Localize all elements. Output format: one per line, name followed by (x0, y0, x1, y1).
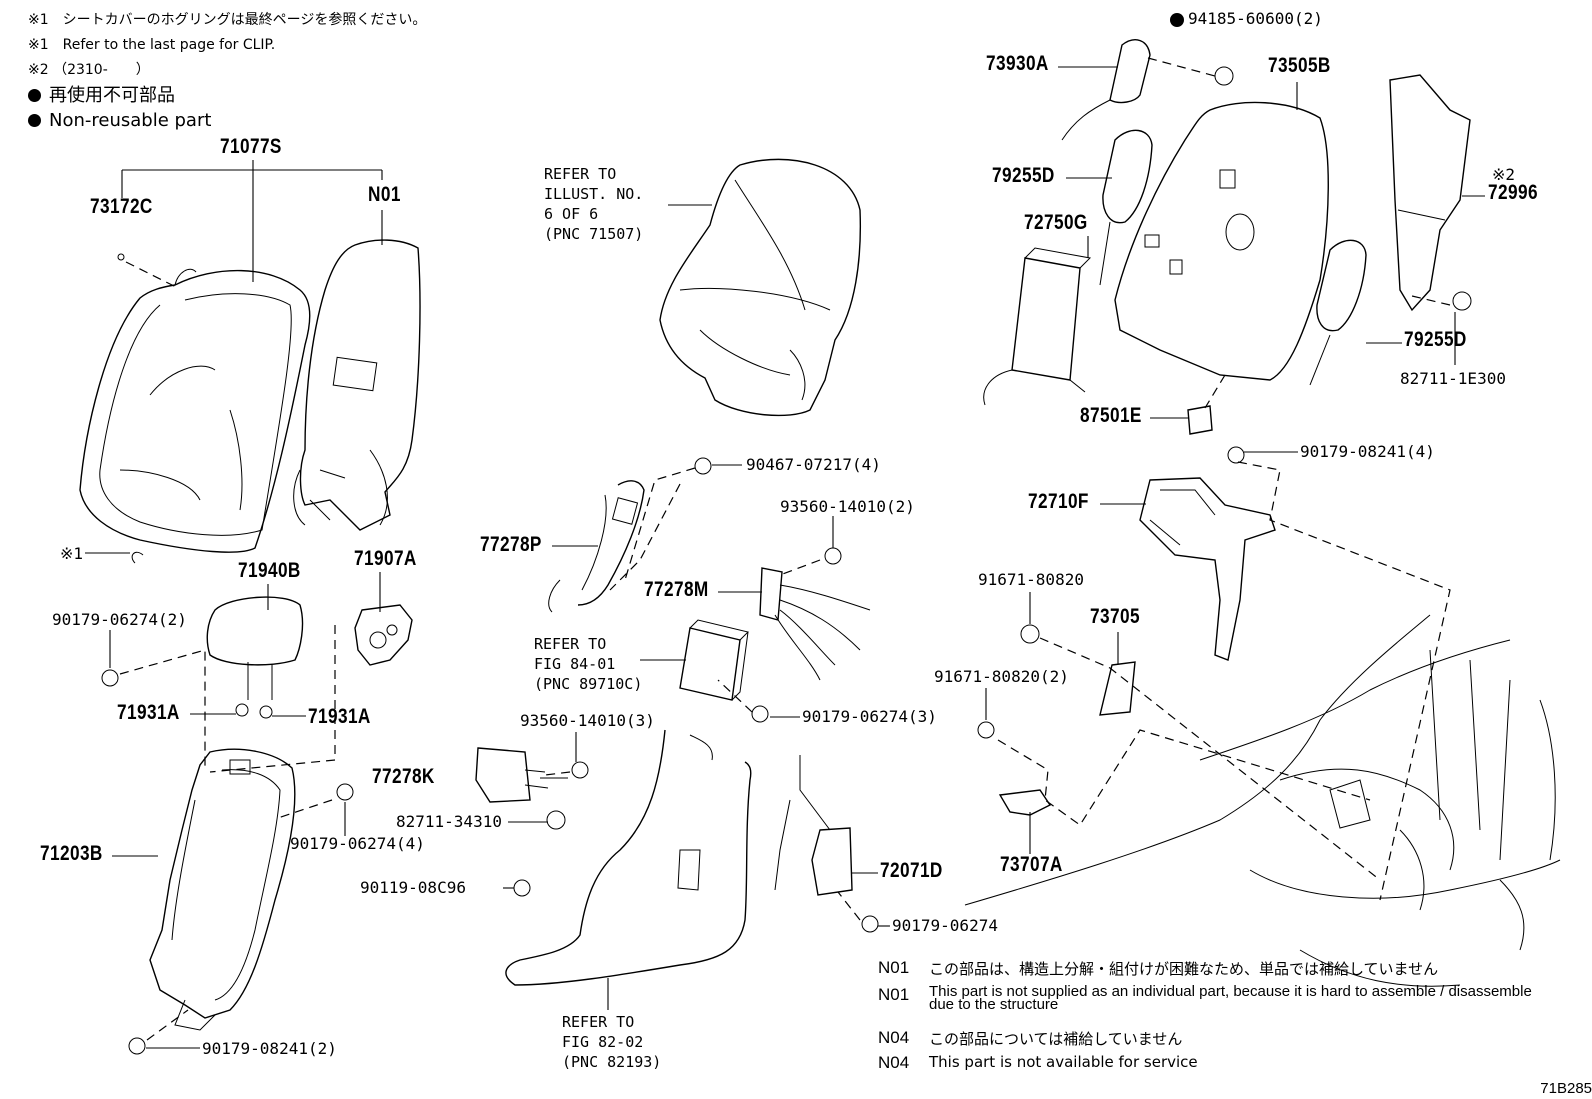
part-label-71077s[interactable]: 71077S (220, 135, 282, 158)
nonreusable-dot-icon (28, 114, 41, 127)
sensor-87501e-drawing (1187, 405, 1213, 435)
harness-77278m-drawing (759, 567, 871, 681)
illustration-id: 71B285 (1540, 1080, 1592, 1097)
part-label-82711-1e300[interactable]: 82711-1E300 (1400, 369, 1506, 388)
nonreusable-en: Non-reusable part (49, 110, 212, 131)
legend-text: この部品については補給していません (929, 1030, 1183, 1048)
seat-frame-drawing (149, 748, 296, 1031)
part-label-90179-08241-2[interactable]: 90179-08241(2) (202, 1039, 337, 1058)
headrest-lock-drawing (354, 604, 413, 666)
assembly-dashed-lines (119, 57, 1451, 1041)
fasteners-drawing (101, 66, 1472, 1055)
part-label-77278k[interactable]: 77278K (372, 765, 435, 788)
harness-82193-drawing (505, 729, 752, 986)
n01-side-panel-drawing (293, 239, 421, 531)
part-label-90179-06274[interactable]: 90179-06274 (892, 916, 998, 935)
ref-pnc-82193[interactable]: REFER TO FIG 82-02 (PNC 82193) (562, 1013, 662, 1071)
harness-77278p-drawing (548, 480, 645, 613)
note-mark-2: ※2 (1492, 165, 1516, 184)
part-label-90179-08241-4[interactable]: 90179-08241(4) (1300, 442, 1435, 461)
leader-lines (85, 66, 1485, 1049)
headrest-drawing (206, 596, 304, 700)
legend-text: この部品は、構造上分解・組付けが困難なため、単品では補給していません (929, 960, 1439, 978)
part-label-72071d[interactable]: 72071D (880, 859, 943, 882)
ref-pnc-71507[interactable]: REFER TO ILLUST. NO. 6 OF 6 (PNC 71507) (544, 165, 644, 243)
part-label-73930a[interactable]: 73930A (986, 52, 1049, 75)
part-label-79255d-right[interactable]: 79255D (1404, 328, 1467, 351)
anchor-73705-drawing (977, 624, 1136, 816)
part-label-73172c[interactable]: 73172C (90, 195, 153, 218)
legend-code: N01 (878, 958, 910, 977)
module-72071d-drawing (774, 755, 853, 896)
part-label-73505b[interactable]: 73505B (1268, 54, 1331, 77)
part-label-94185-60600-2[interactable]: 94185-60600(2) (1188, 9, 1323, 28)
part-label-87501e[interactable]: 87501E (1080, 404, 1142, 427)
part-label-73707a[interactable]: 73707A (1000, 853, 1063, 876)
part-label-93560-14010-2[interactable]: 93560-14010(2) (780, 497, 915, 516)
part-label-90179-06274-2[interactable]: 90179-06274(2) (52, 610, 187, 629)
ref-pnc-89710c[interactable]: REFER TO FIG 84-01 (PNC 89710C) (534, 635, 643, 693)
bracket-72710f-drawing (1139, 477, 1276, 661)
back-board-73505b-drawing (1114, 101, 1329, 381)
reference-cover-drawing (659, 158, 862, 417)
pad-79255d-drawing (1099, 129, 1367, 386)
part-label-72750g[interactable]: 72750G (1024, 211, 1088, 234)
part-label-82711-34310[interactable]: 82711-34310 (396, 812, 502, 831)
part-label-72710f[interactable]: 72710F (1028, 490, 1089, 513)
lumbar-72750g-drawing (983, 247, 1092, 406)
note-1-en: ※1 Refer to the last page for CLIP. (28, 37, 276, 53)
part-label-79255d-top[interactable]: 79255D (992, 164, 1055, 187)
switch-77278k-drawing (475, 747, 566, 830)
nonreusable-dot (1170, 13, 1184, 27)
legend-code: N04 (878, 1028, 910, 1047)
nonreusable-dot-icon (28, 89, 41, 102)
part-label-71907a[interactable]: 71907A (354, 547, 417, 570)
part-label-90467-07217-4[interactable]: 90467-07217(4) (746, 455, 881, 474)
legend-code: N01 (878, 985, 910, 1004)
note-2: ※2 （2310- ） (28, 62, 150, 78)
vehicle-body-drawing (964, 614, 1561, 987)
part-label-71203b[interactable]: 71203B (40, 842, 103, 865)
part-label-90179-06274-4[interactable]: 90179-06274(4) (290, 834, 425, 853)
part-label-93560-14010-3[interactable]: 93560-14010(3) (520, 711, 655, 730)
part-label-n01[interactable]: N01 (368, 183, 401, 206)
part-label-72996[interactable]: 72996 (1488, 181, 1538, 204)
part-label-77278p[interactable]: 77278P (480, 533, 542, 556)
part-label-77278m[interactable]: 77278M (644, 578, 709, 601)
ecu-89710c-drawing (679, 619, 749, 701)
nonreusable-ja: 再使用不可部品 (49, 85, 175, 106)
side-sheet-72996-drawing (1389, 74, 1471, 312)
legend-text: This part is not available for service (929, 1053, 1198, 1071)
part-label-71931a-left[interactable]: 71931A (117, 701, 180, 724)
notes-block: ※1 シートカバーのホグリングは最終ページを参照ください。 ※1 Refer t… (28, 8, 426, 133)
part-label-91671-80820-2[interactable]: 91671-80820(2) (934, 667, 1069, 686)
legend-code: N04 (878, 1053, 910, 1072)
part-label-71931a-right[interactable]: 71931A (308, 705, 371, 728)
clip-mark-1: ※1 (60, 544, 84, 563)
part-label-90119-08c96[interactable]: 90119-08C96 (360, 878, 466, 897)
part-label-71940b[interactable]: 71940B (238, 559, 301, 582)
part-label-73705[interactable]: 73705 (1090, 605, 1140, 628)
note-1-ja: ※1 シートカバーのホグリングは最終ページを参照ください。 (28, 12, 427, 28)
module-73930a-drawing (1061, 39, 1151, 141)
part-label-90179-06274-3[interactable]: 90179-06274(3) (802, 707, 937, 726)
legend-text: This part is not supplied as an individu… (929, 983, 1532, 1013)
part-label-91671-80820[interactable]: 91671-80820 (978, 570, 1084, 589)
seat-back-cover-drawing (79, 253, 311, 553)
